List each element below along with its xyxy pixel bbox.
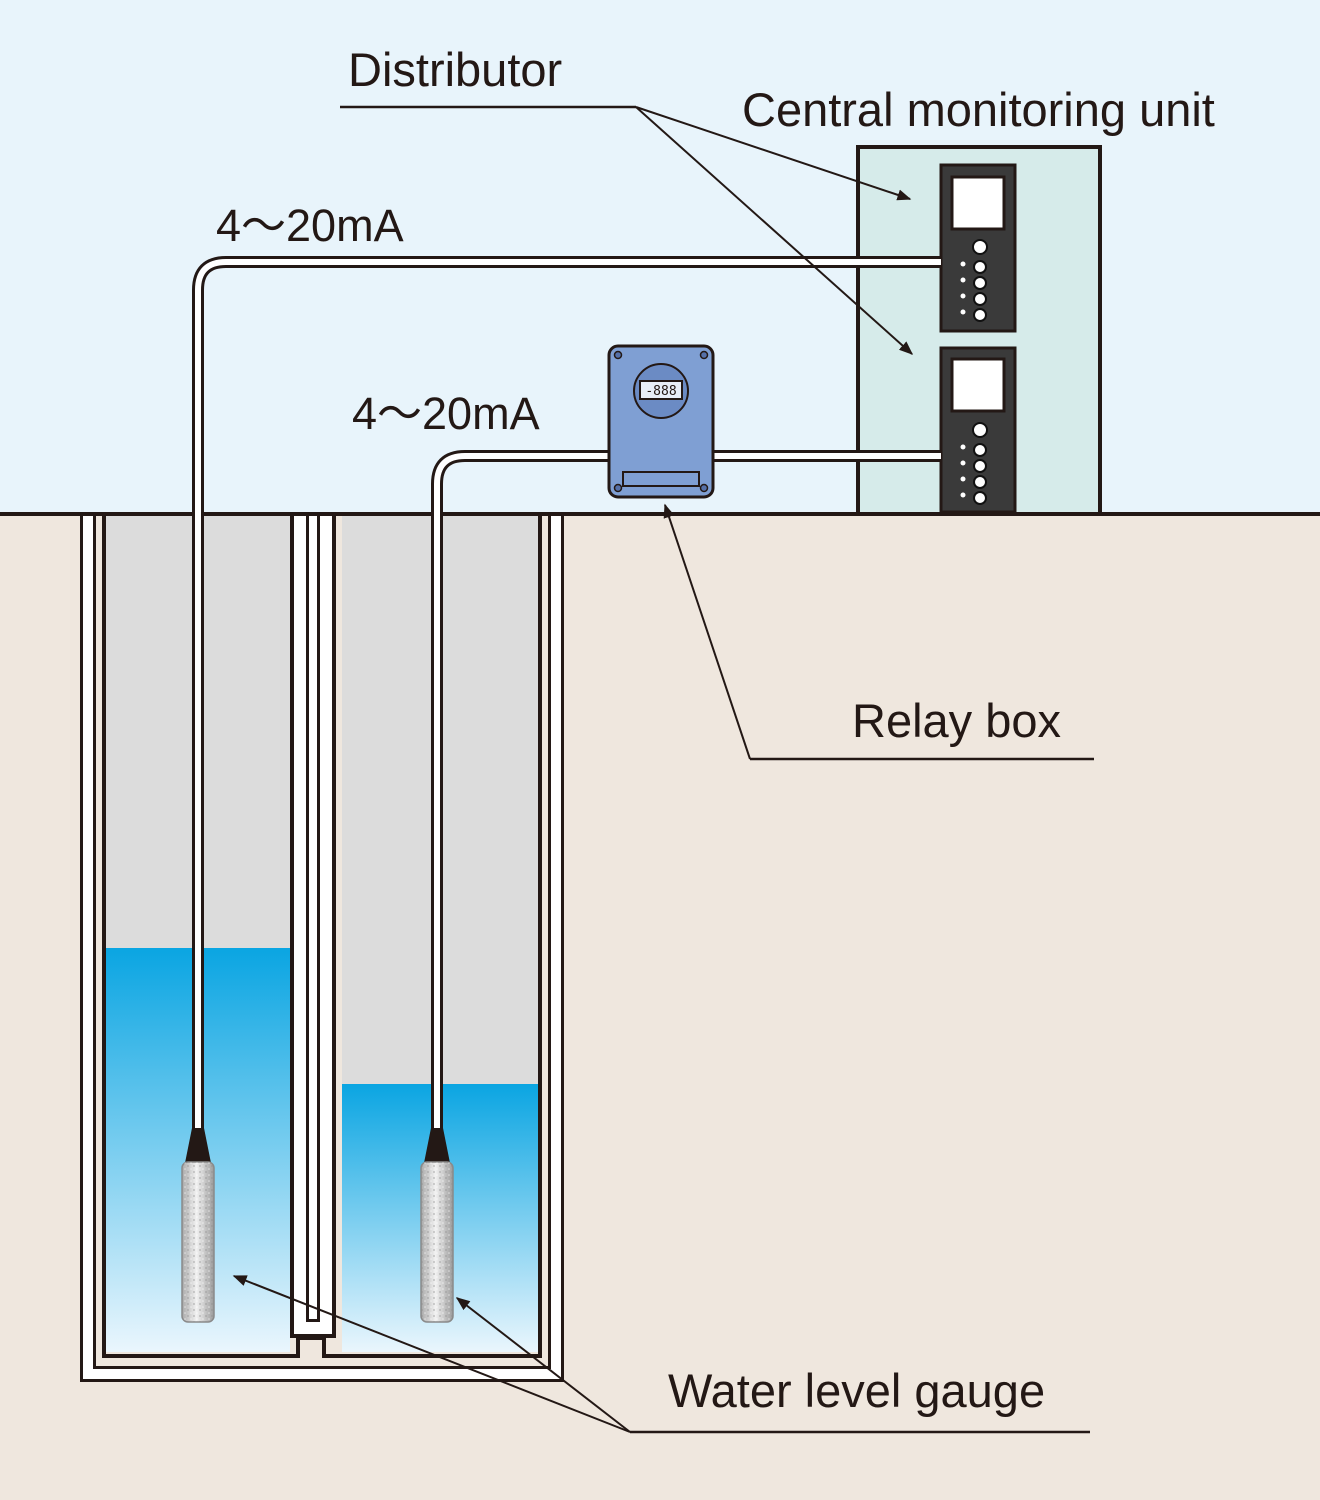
relay-box-display — [639, 380, 683, 400]
leader-relay-box — [663, 503, 1094, 761]
distributor-upper-screen — [950, 175, 1006, 231]
distributor-lower — [939, 346, 1017, 514]
water-level-gauge-right — [420, 1128, 454, 1323]
distributor-upper — [939, 163, 1017, 333]
leader-distributor — [340, 105, 914, 355]
water-level-gauge-left — [181, 1128, 215, 1323]
distributor-label: Distributor — [348, 43, 563, 96]
central-monitoring-unit-label: Central monitoring unit — [742, 83, 1215, 136]
relay-box: -888 — [607, 344, 715, 499]
leader-water-level-gauge — [232, 1275, 1090, 1434]
relay-box-display-value: -888 — [645, 384, 676, 399]
relay-box-label: Relay box — [852, 694, 1061, 747]
signal-label-upper: 4〜20mA — [216, 200, 404, 251]
well-divider — [290, 516, 336, 1338]
distributor-lower-screen — [950, 357, 1006, 413]
water-level-gauge-label: Water level gauge — [668, 1364, 1046, 1417]
signal-label-lower: 4〜20mA — [352, 388, 540, 439]
